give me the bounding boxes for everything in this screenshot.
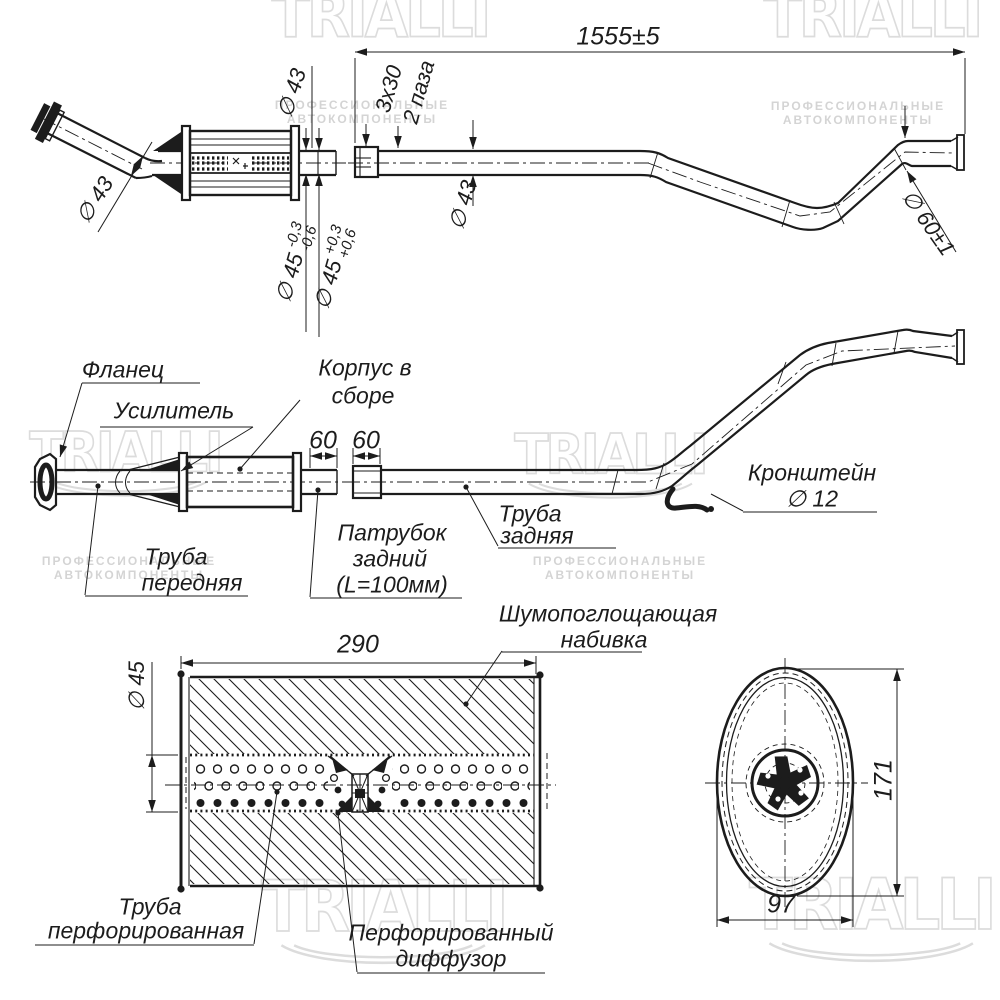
label-perf-pipe-line2: перфорированная <box>47 917 245 944</box>
dim-end-height: 171 <box>869 759 898 801</box>
label-rear-stub-line2: задний <box>352 545 428 572</box>
dim-end-width: 97 <box>767 890 795 919</box>
label-flange: Фланец <box>81 356 165 383</box>
trialli-watermark: TRIALLI <box>748 864 998 971</box>
label-rear-stub-line3: (L=100мм) <box>336 571 448 598</box>
label-rear-pipe-line1: Труба <box>498 500 562 527</box>
logo-swoosh-icon <box>280 944 486 965</box>
label-front-pipe-line1: Труба <box>144 543 208 570</box>
label-padding-line2: набивка <box>560 626 648 653</box>
trialli-watermark: TRIALLI <box>271 0 492 53</box>
label-rear-pipe-line2: задняя <box>500 522 574 549</box>
logo-swoosh-icon <box>768 942 974 963</box>
label-padding-line1: Шумопоглощающая <box>498 600 718 627</box>
label-bracket-line1: Кронштейн <box>747 459 877 486</box>
trialli-watermark: TRIALLI <box>514 422 709 506</box>
label-diffuser-line1: Перфорированный <box>348 919 554 946</box>
dim-perf-pipe-diameter: ∅ 45 <box>124 661 149 711</box>
dim-60-left: 60 <box>309 426 337 455</box>
label-reinforcement: Усилитель <box>113 397 235 424</box>
label-rear-stub-line1: Патрубок <box>337 519 447 546</box>
label-diffuser-line2: диффузор <box>395 945 507 972</box>
dim-overall-length: 1555±5 <box>576 22 660 51</box>
label-body-line1: Корпус в <box>318 354 412 381</box>
dim-60-right: 60 <box>352 426 380 455</box>
label-body-line2: сборе <box>331 382 395 409</box>
label-bracket-line2: ∅ 12 <box>785 485 839 512</box>
label-perf-pipe-line1: Труба <box>118 893 182 920</box>
label-front-pipe-line2: передняя <box>141 569 243 596</box>
trialli-watermark: TRIALLI <box>763 0 984 53</box>
dim-section-length: 290 <box>337 630 379 659</box>
